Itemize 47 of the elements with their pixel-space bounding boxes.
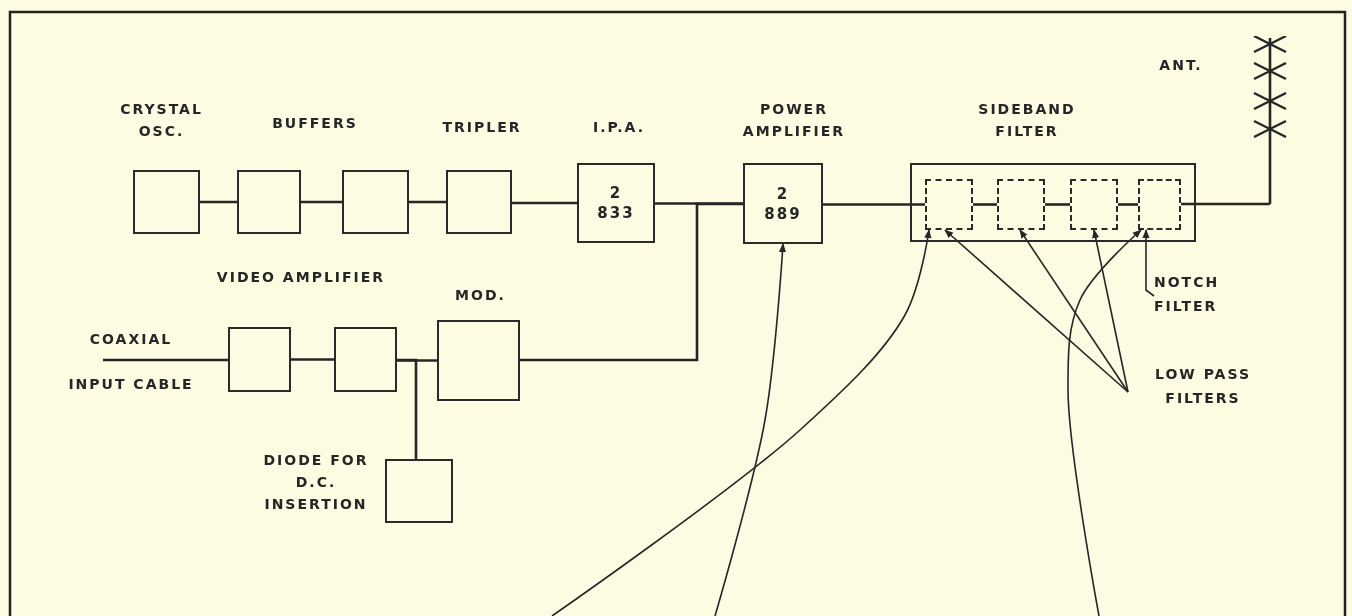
block-box	[334, 327, 397, 392]
block-label: I.P.A.	[592, 118, 646, 137]
signal-line	[397, 358, 418, 459]
block-label: LOW PASS FILTERS	[1128, 362, 1278, 412]
leader-arrow	[1067, 229, 1142, 616]
block-box	[237, 170, 301, 234]
leader-arrow	[1092, 229, 1129, 393]
signal-line	[823, 203, 925, 206]
block-label: TRIPLER	[441, 118, 523, 137]
signal-line	[520, 202, 743, 362]
block-label: SIDEBAND FILTER	[977, 100, 1077, 141]
signal-line	[1118, 203, 1138, 206]
leader-arrow	[944, 229, 1129, 393]
filter-box	[997, 179, 1045, 230]
filter-box	[1070, 179, 1118, 230]
signal-line	[1181, 202, 1272, 206]
tube-count: 2	[609, 183, 623, 203]
block-label: VIDEO AMPLIFIER	[215, 268, 387, 287]
tube-type: 889	[764, 203, 802, 224]
leader-arrow	[1142, 229, 1155, 297]
signal-line	[103, 358, 228, 362]
block-label: COAXIAL INPUT CABLE	[61, 317, 201, 407]
signal-line	[200, 200, 237, 204]
block-label: MOD.	[454, 286, 507, 305]
antenna-label: ANT.	[1158, 56, 1204, 75]
filter-box	[925, 179, 973, 230]
block-label: CRYSTAL OSC.	[119, 100, 204, 141]
signal-line	[655, 202, 743, 205]
block-label: POWER AMPLIFIER	[741, 100, 847, 141]
block-box	[342, 170, 409, 234]
tube-count: 2	[776, 183, 790, 204]
signal-line	[291, 358, 334, 361]
block-label: DIODE FOR D.C. INSERTION	[262, 451, 370, 514]
tube-type: 833	[597, 203, 635, 223]
signal-line	[409, 200, 446, 204]
signal-line	[301, 200, 342, 204]
leader-arrow	[551, 229, 932, 616]
signal-line	[1045, 203, 1070, 206]
signal-line	[512, 201, 577, 205]
leader-arrow	[1019, 229, 1129, 393]
block-label: BUFFERS	[271, 114, 359, 133]
block-box	[228, 327, 291, 392]
signal-line	[397, 359, 437, 362]
leader-arrow	[714, 243, 787, 616]
filter-box	[1138, 179, 1181, 230]
signal-line	[973, 203, 997, 206]
block-label: NOTCH FILTER	[1154, 270, 1264, 320]
